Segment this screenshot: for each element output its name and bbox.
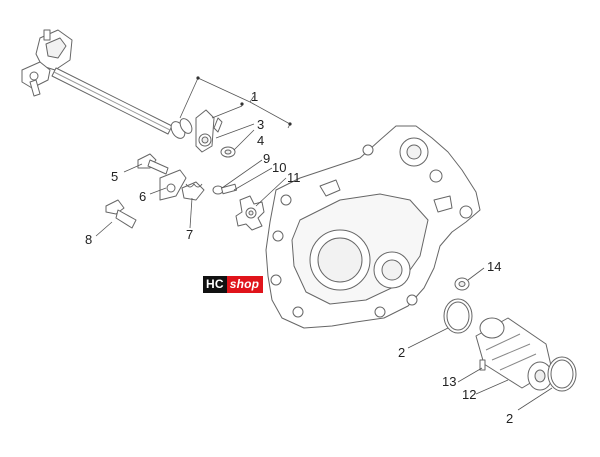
callout-14: 14: [487, 259, 502, 274]
shift-drum: [475, 317, 553, 391]
o-ring-lower: [547, 356, 577, 392]
logo-hc: HC: [203, 276, 227, 293]
leader-lines: [95, 77, 553, 411]
callout-5: 5: [111, 169, 119, 184]
callout-11: 11: [287, 170, 301, 185]
pin-10: [220, 183, 238, 195]
callout-13: 13: [442, 374, 457, 389]
selector-lever: [159, 169, 187, 201]
callout-10: 10: [272, 160, 287, 175]
callout-8: 8: [85, 232, 93, 247]
pin-13: [479, 359, 486, 371]
shift-lever-spring: [195, 109, 223, 153]
hcshop-logo: HC shop: [203, 276, 264, 293]
callout-12: 12: [462, 387, 477, 402]
callout-9: 9: [263, 151, 271, 166]
callout-2-upper: 2: [398, 345, 406, 360]
star-wheel: [235, 195, 265, 231]
bolt-5: [137, 153, 169, 175]
callout-6: 6: [139, 189, 147, 204]
spring-7: [181, 181, 205, 201]
washer: [220, 146, 236, 158]
gear-shift-shaft: [21, 29, 193, 139]
logo-shop: shop: [226, 276, 264, 293]
washer-9: [212, 185, 224, 195]
callout-4: 4: [257, 133, 265, 148]
o-ring-upper: [443, 298, 473, 334]
stud-bolt-8: [105, 199, 137, 229]
callout-3: 3: [257, 117, 265, 132]
callout-2-lower: 2: [506, 411, 514, 426]
callout-7: 7: [186, 227, 194, 242]
bearing-14: [454, 277, 470, 291]
crankcase-half: [265, 125, 481, 329]
callout-1: 1: [251, 89, 259, 104]
